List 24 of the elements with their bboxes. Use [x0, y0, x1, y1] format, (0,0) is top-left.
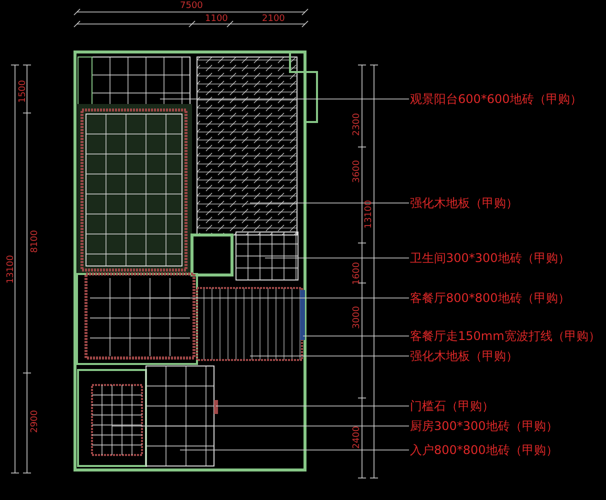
dimension-text: 7500 [180, 1, 203, 11]
annotation-text: 客餐厅800*800地砖（甲购） [410, 291, 570, 305]
dimension-text: 13100 [364, 200, 374, 229]
dimension-text: 1100 [205, 14, 228, 24]
dimension-text: 3000 [352, 306, 362, 329]
dimension-text: 1600 [352, 262, 362, 285]
dimension-text: 2400 [352, 426, 362, 449]
annotation-text: 卫生间300*300地砖（甲购） [410, 251, 570, 265]
annotation-text: 入户800*800地砖（甲购） [410, 443, 558, 457]
dimension-text: 2900 [30, 410, 40, 433]
dimension-text: 2100 [262, 14, 285, 24]
annotation-text: 观景阳台600*600地砖（甲购） [410, 92, 582, 106]
dimension-text: 1500 [18, 80, 28, 103]
leader-line [250, 202, 410, 204]
dimension-text: 8100 [30, 230, 40, 253]
dimension-text: 3600 [352, 160, 362, 183]
annotation-text: 门槛石（甲购） [410, 399, 494, 413]
annotation-text: 强化木地板（甲购） [410, 349, 518, 363]
dimension-text: 13100 [6, 255, 16, 284]
dimension-text: 2300 [352, 113, 362, 136]
annotation-text: 强化木地板（甲购） [410, 196, 518, 210]
leader-line [160, 98, 410, 100]
annotation-text: 厨房300*300地砖（甲购） [410, 419, 558, 433]
annotation-text: 客餐厅走150mm宽波打线（甲购） [410, 329, 600, 343]
